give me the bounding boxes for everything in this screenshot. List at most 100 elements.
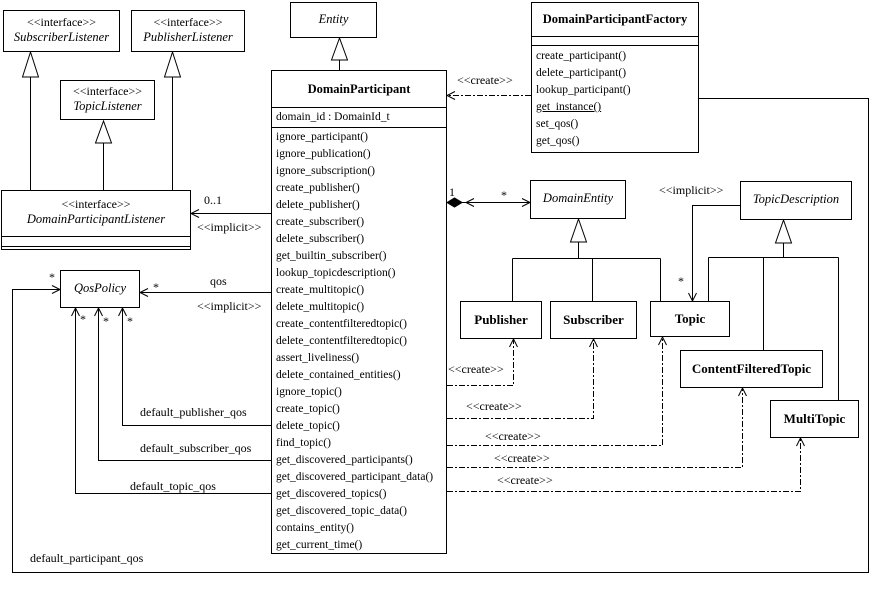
generalization-triangle xyxy=(21,50,40,78)
create-stereotype-label: <<create>> xyxy=(466,399,522,413)
multiplicity-label: * xyxy=(49,270,55,284)
method-item: find_topic() xyxy=(276,437,331,449)
multiplicity-label: * xyxy=(153,280,159,294)
method-item: get_discovered_participant_data() xyxy=(276,471,434,483)
class-name: Publisher xyxy=(474,312,528,327)
class-multi-topic: MultiTopic xyxy=(770,400,859,438)
method-item: delete_contained_entities() xyxy=(276,369,401,381)
stereotype-label: <<interface>> xyxy=(72,84,143,98)
class-topic-listener: <<interface>> TopicListener xyxy=(60,80,155,120)
qos-role-label: qos xyxy=(210,274,227,288)
default-subscriber-qos-line xyxy=(98,308,271,461)
create-dependency-line xyxy=(447,438,801,492)
method-item: create_multitopic() xyxy=(276,284,365,296)
multiplicity-label: * xyxy=(80,312,86,326)
method-item: delete_topic() xyxy=(276,420,340,432)
class-name: TopicListener xyxy=(73,99,142,113)
method-item: lookup_topicdescription() xyxy=(276,267,396,279)
class-name: SubscriberListener xyxy=(13,30,110,44)
arrowhead xyxy=(509,337,518,348)
generalization-triangle xyxy=(330,36,349,61)
class-domain-entity: DomainEntity xyxy=(530,180,626,219)
class-name: Topic xyxy=(674,311,706,326)
arrowhead xyxy=(138,288,149,297)
arrowhead xyxy=(118,306,127,317)
create-dependency-line xyxy=(447,339,594,419)
method-item: lookup_participant() xyxy=(536,84,631,96)
arrowhead xyxy=(94,306,103,317)
class-name: DomainParticipantListener xyxy=(26,212,166,226)
arrowhead xyxy=(658,335,667,346)
arrowhead xyxy=(738,386,747,397)
default-topic-qos-label: default_topic_qos xyxy=(130,479,216,493)
arrowhead xyxy=(796,436,805,447)
default-participant-qos-line xyxy=(12,98,869,573)
method-item: assert_liveliness() xyxy=(276,352,360,364)
class-name: PublisherListener xyxy=(143,30,233,44)
create-dependency-line xyxy=(447,337,663,446)
method-item: ignore_topic() xyxy=(276,386,342,398)
generalization-triangle xyxy=(163,50,182,78)
method-item: ignore_participant() xyxy=(276,131,368,143)
generalization-triangle xyxy=(774,218,793,244)
class-topic-description: TopicDescription xyxy=(740,181,852,220)
arrowhead xyxy=(445,91,456,100)
create-dependency-line xyxy=(447,388,743,468)
class-name: DomainEntity xyxy=(542,191,614,205)
class-name: DomainParticipant xyxy=(307,82,411,96)
multiplicity-label: * xyxy=(678,274,684,288)
method-item: set_qos() xyxy=(536,118,579,130)
attribute-item: domain_id : DomainId_t xyxy=(276,111,390,123)
implicit-stereotype-label: <<implicit>> xyxy=(197,220,262,234)
method-item: delete_publisher() xyxy=(276,199,360,211)
class-qos-policy: QosPolicy xyxy=(60,270,140,308)
compartment-divider xyxy=(532,36,698,37)
default-subscriber-qos-label: default_subscriber_qos xyxy=(140,441,252,455)
generalization-triangle xyxy=(569,217,588,243)
method-item: delete_contentfilteredtopic() xyxy=(276,335,407,347)
method-item: get_discovered_topic_data() xyxy=(276,505,407,517)
create-stereotype-label: <<create>> xyxy=(457,73,513,87)
method-item: contains_entity() xyxy=(276,522,354,534)
class-publisher-listener: <<interface>> PublisherListener xyxy=(131,10,245,52)
generalization-triangle xyxy=(94,119,113,144)
class-content-filtered-topic: ContentFilteredTopic xyxy=(680,350,823,388)
class-name: TopicDescription xyxy=(752,192,840,206)
method-item: get_builtin_subscriber() xyxy=(276,250,387,262)
class-name: ContentFilteredTopic xyxy=(691,361,812,376)
class-publisher: Publisher xyxy=(460,301,542,339)
methods-compartment: create_participant() delete_participant(… xyxy=(532,46,698,150)
stereotype-label: <<interface>> xyxy=(26,15,97,29)
multiplicity-label: * xyxy=(103,314,109,328)
create-dependency-line xyxy=(447,339,514,386)
compartment-divider xyxy=(2,246,190,247)
method-item: create_subscriber() xyxy=(276,216,365,228)
class-name: QosPolicy xyxy=(73,281,127,295)
default-topic-qos-line xyxy=(75,308,271,494)
compartment-divider xyxy=(272,107,446,108)
class-domain-participant-factory: DomainParticipantFactory create_particip… xyxy=(531,2,699,153)
create-stereotype-label: <<create>> xyxy=(497,473,553,487)
attributes-compartment xyxy=(532,37,698,45)
create-stereotype-label: <<create>> xyxy=(448,362,504,376)
method-item: delete_multitopic() xyxy=(276,301,365,313)
class-name: MultiTopic xyxy=(783,411,846,426)
implicit-stereotype-label: <<implicit>> xyxy=(659,183,724,197)
arrowhead xyxy=(71,306,80,317)
default-publisher-qos-label: default_publisher_qos xyxy=(140,405,247,419)
create-stereotype-label: <<create>> xyxy=(494,451,550,465)
method-item: ignore_publication() xyxy=(276,148,371,160)
implicit-stereotype-label: <<implicit>> xyxy=(197,299,262,313)
composition-diamond xyxy=(446,197,463,208)
method-item: get_current_time() xyxy=(276,539,363,551)
arrowhead xyxy=(464,198,475,207)
method-item-static: get_instance() xyxy=(536,101,602,113)
compartment-divider xyxy=(532,45,698,46)
class-domain-participant: DomainParticipant domain_id : DomainId_t… xyxy=(271,70,447,554)
method-item: create_publisher() xyxy=(276,182,360,194)
multiplicity-label: * xyxy=(501,188,507,202)
implicit-topic-line xyxy=(692,205,740,301)
class-subscriber: Subscriber xyxy=(550,301,637,339)
